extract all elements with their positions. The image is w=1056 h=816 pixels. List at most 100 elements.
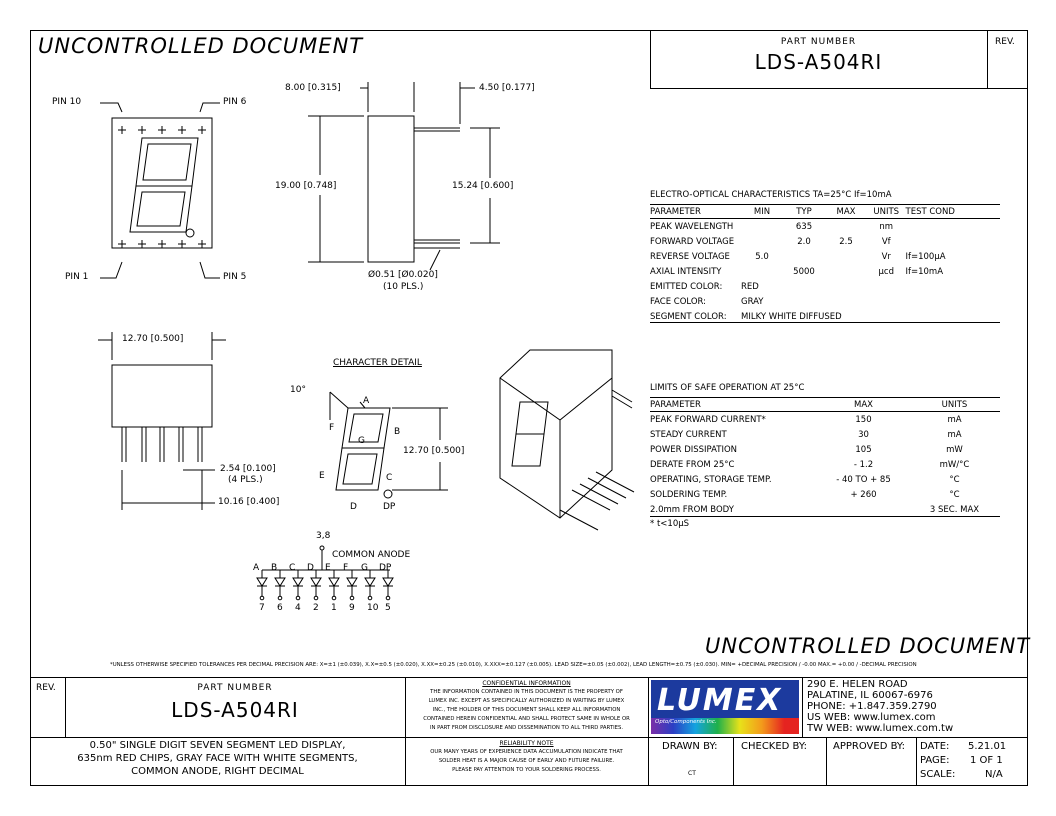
address-line: US WEB: www.lumex.com [807, 712, 936, 723]
segment-label: A [253, 563, 260, 573]
segment-label: B [271, 563, 278, 573]
rev-label: REV. [995, 37, 1015, 47]
rev-divider [987, 30, 988, 88]
pin-number: 4 [295, 603, 301, 613]
safe-cell [818, 502, 909, 517]
seg-g: G [358, 436, 365, 446]
dim-row-span: 10.16 [0.400] [218, 497, 280, 507]
diode-symbol [364, 570, 376, 596]
scale-value: N/A [985, 769, 1003, 780]
tb-part-number: LDS-A504RI [171, 698, 299, 722]
part-number-label: PART NUMBER [780, 37, 857, 47]
pin-terminal [367, 595, 373, 601]
safe-header-row: PARAMETER MAX UNITS [650, 397, 1000, 412]
seg-e: E [319, 471, 325, 481]
safe-footnote: * t<10µS [650, 519, 690, 529]
diode-symbol [310, 570, 322, 596]
segment-label: DP [379, 563, 392, 573]
diode-symbol [292, 570, 304, 596]
tolerance-note: *UNLESS OTHERWISE SPECIFIED TOLERANCES P… [110, 662, 917, 668]
seg-b: B [394, 427, 401, 437]
eo-color-label: SEGMENT COLOR: [650, 311, 727, 322]
eo-header-cell: MIN [753, 206, 771, 217]
eo-cell: If=10mA [905, 266, 944, 277]
eo-cell: PEAK WAVELENGTH [650, 221, 734, 232]
eo-cell: nm [879, 221, 894, 232]
confidential-line: THE INFORMATION CONTAINED IN THIS DOCUME… [430, 689, 623, 695]
safe-row: SOLDERING TEMP.+ 260°C [650, 487, 1000, 502]
eo-color-row: EMITTED COLOR:RED [650, 279, 1000, 294]
dim-pitch-note: (4 PLS.) [228, 475, 263, 485]
segment-label: E [325, 563, 331, 573]
safe-row: OPERATING, STORAGE TEMP.- 40 TO + 85°C [650, 472, 1000, 487]
safe-header-cell: MAX [854, 399, 873, 410]
eo-cell: 2.0 [797, 236, 811, 247]
safe-title: LIMITS OF SAFE OPERATION AT 25°C [650, 383, 805, 393]
page-label: PAGE: [920, 755, 950, 766]
eo-cell: µcd [878, 266, 894, 277]
safe-cell: - 40 TO + 85 [836, 474, 891, 485]
dim-width: 8.00 [0.315] [285, 83, 341, 93]
dim-pitch: 2.54 [0.100] [220, 464, 276, 474]
eo-cell: AXIAL INTENSITY [650, 266, 722, 277]
eo-cell: 2.5 [839, 236, 853, 247]
character-detail-title: CHARACTER DETAIL [333, 358, 422, 368]
reliability-title: RELIABILITY NOTE [499, 740, 554, 747]
pin-number: 10 [367, 603, 379, 613]
eo-cell [741, 264, 783, 279]
eo-cell [906, 219, 1001, 234]
uncontrolled-stamp-bottom: UNCONTROLLED DOCUMENT [705, 634, 1031, 658]
seg-c: C [386, 473, 393, 483]
address-line: PHONE: +1.847.359.2790 [807, 701, 937, 712]
drawn-by-value: CT [688, 770, 696, 777]
pin-terminal [277, 595, 283, 601]
eo-header-cell: TYP [796, 206, 812, 217]
diode-symbol [328, 570, 340, 596]
address-line: 290 E. HELEN ROAD [807, 679, 908, 690]
diode-symbol [256, 570, 268, 596]
safe-header-cell: UNITS [941, 399, 968, 410]
eo-title: ELECTRO-OPTICAL CHARACTERISTICS TA=25°C … [650, 190, 892, 200]
drawing-sheet [30, 30, 1028, 786]
segment-label: G [361, 563, 368, 573]
dim-height: 19.00 [0.748] [275, 181, 337, 191]
seg-d: D [350, 502, 357, 512]
confidential-line: CONTAINED HEREIN CONFIDENTIAL AND SHALL … [423, 716, 630, 722]
safe-cell: mA [947, 414, 962, 425]
pin-number: 5 [385, 603, 391, 613]
eo-cell [741, 219, 783, 234]
safe-header-cell: PARAMETER [650, 399, 701, 410]
header-bottom-line [650, 88, 1028, 89]
eo-color-value: GRAY [741, 296, 764, 307]
common-anode-label: COMMON ANODE [332, 550, 411, 560]
eo-color-label: FACE COLOR: [650, 296, 707, 307]
eo-cell: 5.0 [755, 251, 769, 262]
address-line: TW WEB: www.lumex.com.tw [807, 723, 954, 734]
eo-header-cell: PARAMETER [650, 206, 701, 217]
diode-symbol [274, 570, 286, 596]
checked-by-label: CHECKED BY: [741, 741, 808, 752]
pin-terminal [295, 595, 301, 601]
eo-cell [741, 234, 783, 249]
pin-terminal [385, 595, 391, 601]
pin-terminal [349, 595, 355, 601]
pin-number: 6 [277, 603, 283, 613]
dim-char-height: 12.70 [0.500] [403, 446, 465, 456]
segment-label: C [289, 563, 296, 573]
date-value: 5.21.01 [968, 741, 1007, 752]
safe-cell: 150 [855, 414, 872, 425]
reliability-line: PLEASE PAY ATTENTION TO YOUR SOLDERING P… [452, 767, 601, 773]
tb-part-number-label: PART NUMBER [197, 683, 273, 693]
seg-a: A [363, 396, 370, 406]
label-pin5: PIN 5 [223, 272, 247, 282]
eo-cell [825, 249, 867, 264]
